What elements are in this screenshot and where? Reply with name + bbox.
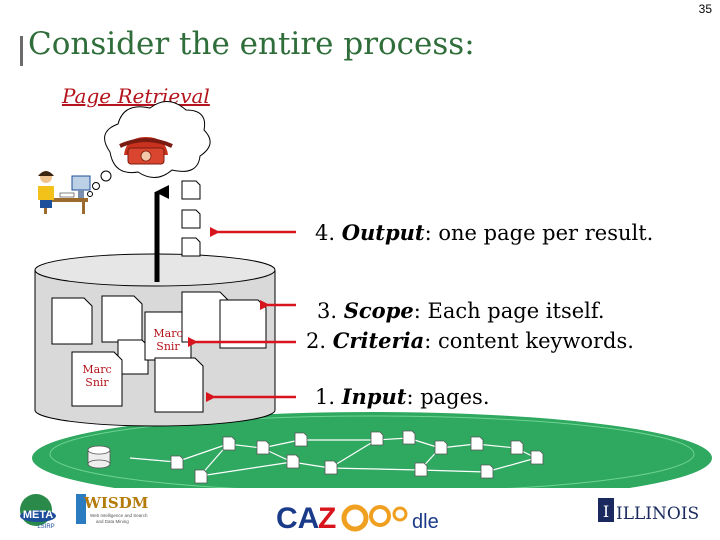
- doc2-author-last: Snir: [85, 376, 109, 389]
- input-label: 1. Input: pages.: [315, 384, 490, 409]
- red-arrows: [188, 227, 296, 402]
- meta-lsirp-logo: META LSIRP: [20, 494, 56, 530]
- web-page-nodes: [170, 430, 544, 484]
- process-diagram: Marc Snir Marc Snir: [32, 101, 712, 488]
- svg-text:Web Intelligence and Search: Web Intelligence and Search: [90, 513, 148, 518]
- slide-number: 35: [698, 2, 712, 16]
- svg-text:and Data Mining: and Data Mining: [96, 519, 129, 524]
- telephone-icon: [119, 137, 173, 165]
- cazoodle-logo: CA Z dle: [276, 502, 439, 535]
- output-label: 4. Output: one page per result.: [315, 220, 654, 245]
- title-accent-bar: [20, 36, 23, 66]
- doc-author-first: Marc: [153, 327, 182, 340]
- slide-title: Consider the entire process:: [28, 26, 475, 62]
- svg-text:I: I: [603, 502, 609, 521]
- illinois-logo: I ILLINOIS: [598, 498, 699, 524]
- svg-text:ILLINOIS: ILLINOIS: [616, 504, 699, 524]
- web-database-icon: [87, 445, 111, 469]
- documents-in-repository: [51, 291, 267, 413]
- svg-text:WISDM: WISDM: [83, 494, 148, 512]
- svg-text:Z: Z: [318, 502, 336, 535]
- svg-text:META: META: [23, 509, 53, 521]
- footer-logos: META LSIRP WISDM Web Intelligence and Se…: [20, 494, 699, 535]
- user-at-computer-icon: [38, 171, 91, 214]
- svg-text:dle: dle: [412, 511, 439, 533]
- wisdm-logo: WISDM Web Intelligence and Search and Da…: [76, 494, 148, 524]
- scope-label: 3. Scope: Each page itself.: [317, 298, 605, 323]
- slide-subtitle: Page Retrieval: [62, 84, 210, 108]
- output-pages: [181, 180, 201, 257]
- svg-text:LSIRP: LSIRP: [37, 524, 54, 530]
- svg-text:CA: CA: [276, 502, 319, 535]
- doc2-author-first: Marc: [82, 363, 111, 376]
- doc-author-last: Snir: [156, 340, 180, 353]
- web-globe: [32, 412, 712, 488]
- criteria-label: 2. Criteria: content keywords.: [306, 328, 634, 353]
